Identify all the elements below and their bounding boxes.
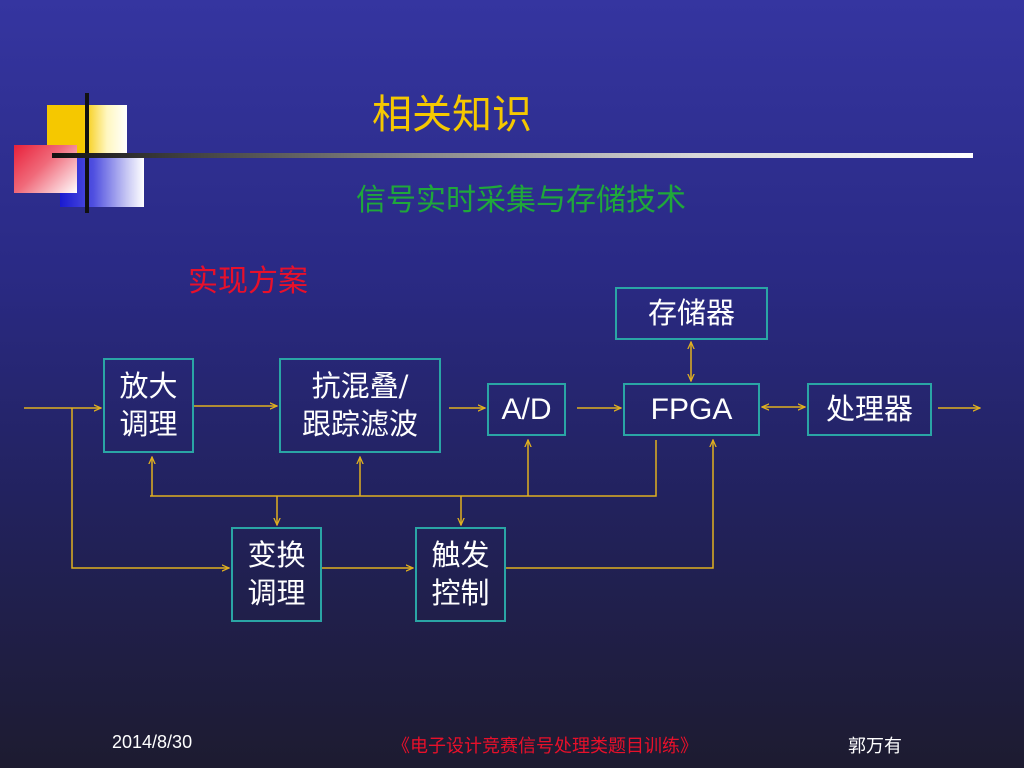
block-ad-converter: A/D bbox=[487, 383, 566, 436]
block-fpga: FPGA bbox=[623, 383, 760, 436]
footer-course-title: 《电子设计竞赛信号处理类题目训练》 bbox=[392, 736, 698, 757]
block-memory: 存储器 bbox=[615, 287, 768, 340]
wire-control-bus bbox=[150, 440, 657, 497]
footer-author: 郭万有 bbox=[848, 736, 902, 757]
block-converter-conditioning: 变换 调理 bbox=[231, 527, 322, 622]
wire-trigger-to-fpga bbox=[506, 440, 713, 569]
title-underline bbox=[52, 153, 973, 158]
footer-date: 2014/8/30 bbox=[112, 732, 193, 752]
block-anti-alias-filter: 抗混叠/ 跟踪滤波 bbox=[279, 358, 441, 453]
slide-subtitle: 信号实时采集与存储技术 bbox=[356, 183, 686, 218]
block-processor: 处理器 bbox=[807, 383, 932, 436]
section-label: 实现方案 bbox=[188, 264, 308, 299]
block-trigger-control: 触发 控制 bbox=[415, 527, 506, 622]
block-amplifier-conditioning: 放大 调理 bbox=[103, 358, 194, 453]
wire-input-branch-to-converter bbox=[71, 408, 229, 568]
slide-title: 相关知识 bbox=[372, 92, 532, 138]
